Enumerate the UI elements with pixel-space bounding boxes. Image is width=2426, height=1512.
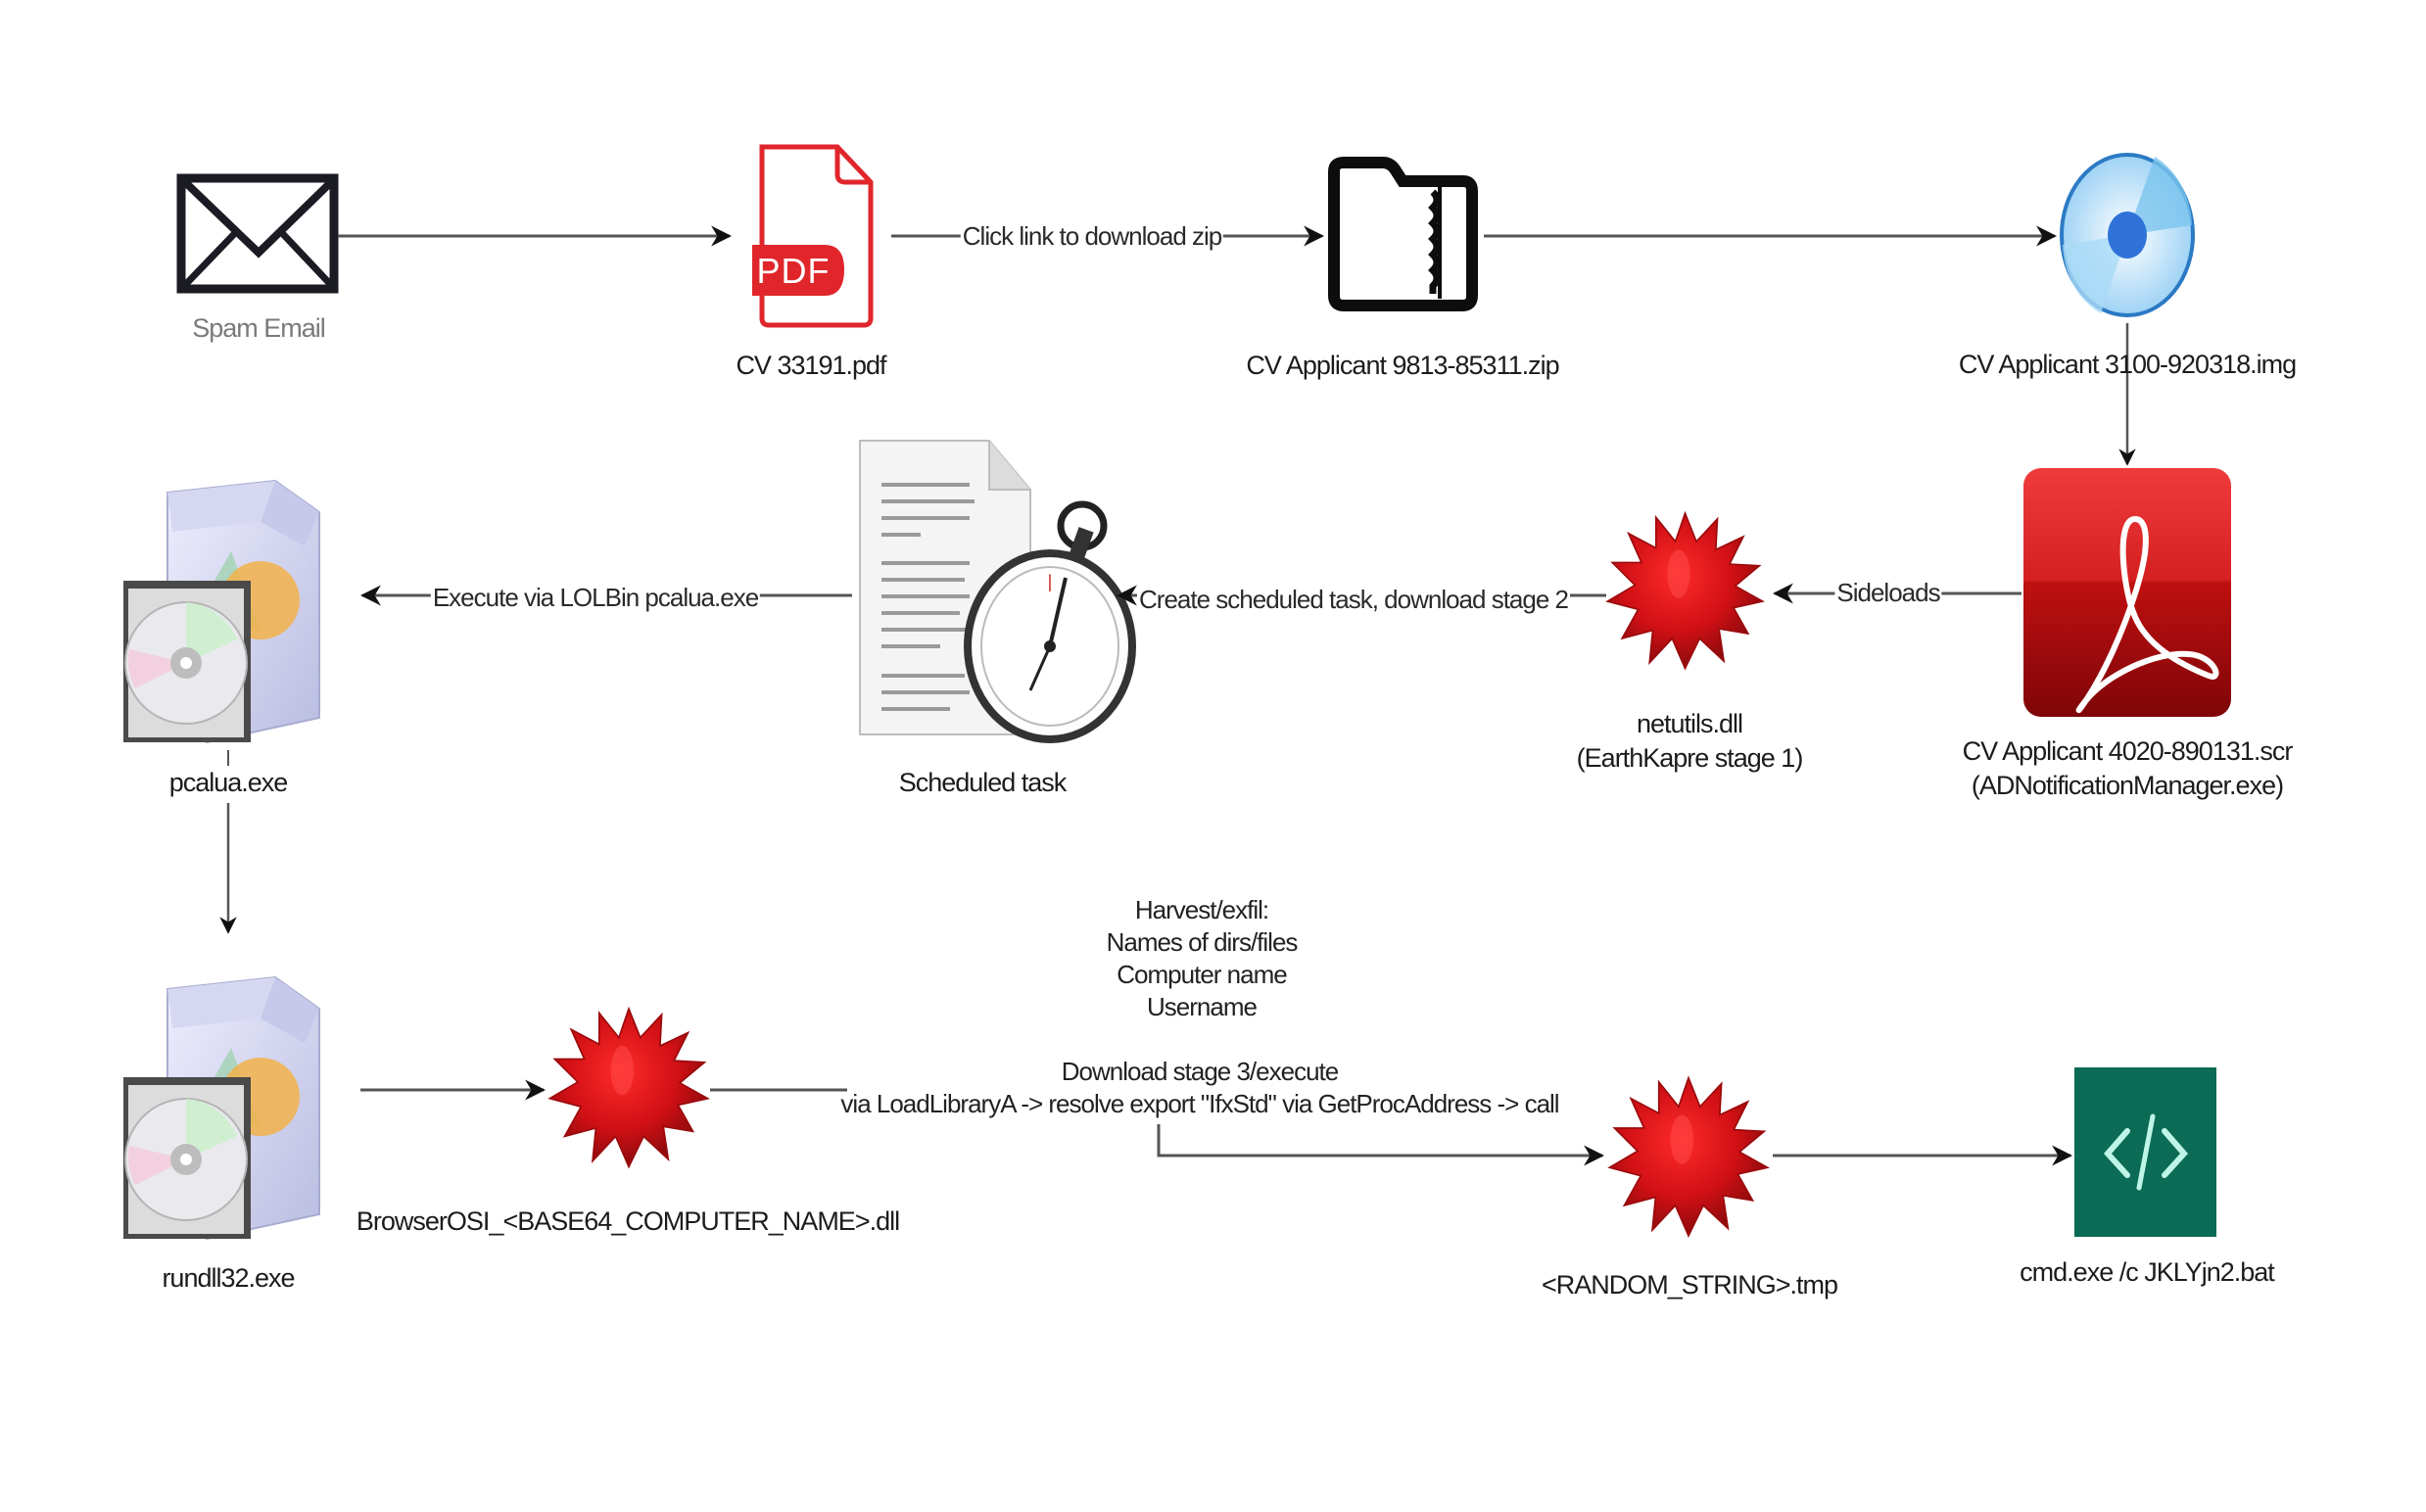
cv-zip-node <box>1328 157 1478 311</box>
pcalua-node <box>122 480 320 743</box>
malware-virus-icon <box>1606 512 1764 670</box>
rundll32-node <box>122 976 320 1240</box>
cv-scr-sublabel: (ADNotificationManager.exe) <box>1971 771 2284 800</box>
loadlibrary-line: via LoadLibraryA -> resolve export "IfxS… <box>840 1089 1559 1118</box>
cv-pdf-node: PDF <box>752 144 874 328</box>
edge-dll-to-tmp-continued <box>1157 1124 1605 1166</box>
edge-label-pdf-to-zip: Click link to download zip <box>960 221 1224 251</box>
browser-dll-node <box>548 1008 709 1168</box>
browser-dll-label: BrowserOSI_<BASE64_COMPUTER_NAME>.dll <box>356 1206 900 1236</box>
scheduled-task-label: Scheduled task <box>898 768 1068 797</box>
code-script-icon <box>2074 1067 2216 1237</box>
cmd-bat-label: cmd.exe /c JKLYjn2.bat <box>2020 1257 2275 1287</box>
cv-zip-label: CV Applicant 9813-85311.zip <box>1246 351 1559 380</box>
pdf-file-icon: PDF <box>752 144 874 328</box>
netutils-node <box>1606 512 1764 670</box>
harvest-item: Username <box>1147 992 1258 1021</box>
cv-img-node <box>2060 153 2195 317</box>
edge-label-create-scheduled-task: Create scheduled task, download stage 2 <box>1137 585 1570 614</box>
software-box-icon <box>122 976 320 1240</box>
harvest-heading: Harvest/exfil: <box>1134 895 1269 924</box>
random-tmp-node <box>1608 1076 1769 1237</box>
cmd-bat-node <box>2074 1067 2216 1237</box>
harvest-exfil-note: Harvest/exfil: Names of dirs/files Compu… <box>1106 894 1299 1023</box>
cv-scr-node <box>2023 468 2231 717</box>
malware-virus-icon <box>548 1008 709 1168</box>
cv-pdf-label: CV 33191.pdf <box>736 351 886 380</box>
download-stage3-line: Download stage 3/execute <box>1061 1057 1339 1086</box>
netutils-sublabel: (EarthKapre stage 1) <box>1576 743 1804 773</box>
edge-label-execute-lolbin: Execute via LOLBin pcalua.exe <box>430 583 761 612</box>
spam-email-label: Spam Email <box>192 313 326 343</box>
random-tmp-label: <RANDOM_STRING>.tmp <box>1541 1270 1838 1299</box>
software-box-icon <box>122 480 320 743</box>
adobe-acrobat-icon <box>2023 468 2231 717</box>
scheduled-task-node: | <box>859 440 1136 743</box>
envelope-icon <box>176 173 339 294</box>
netutils-label: netutils.dll <box>1636 709 1743 738</box>
spam-email-node <box>176 173 339 294</box>
cv-img-label: CV Applicant 3100-920318.img <box>1958 350 2297 379</box>
pdf-badge-text: PDF <box>757 251 831 291</box>
pcalua-label: pcalua.exe <box>168 766 288 799</box>
rundll32-label: rundll32.exe <box>162 1263 295 1293</box>
malware-virus-icon <box>1608 1076 1769 1237</box>
zip-folder-icon <box>1328 157 1478 311</box>
svg-text:|: | <box>1048 572 1053 591</box>
document-stopwatch-icon: | <box>859 440 1136 743</box>
edge-label-download-stage3: Download stage 3/execute via LoadLibrary… <box>840 1056 1559 1120</box>
harvest-item: Names of dirs/files <box>1106 927 1299 957</box>
disc-image-icon <box>2060 153 2195 317</box>
harvest-item: Computer name <box>1117 960 1287 989</box>
edge-label-sideloads: Sideloads <box>1834 578 1942 607</box>
cv-scr-label: CV Applicant 4020-890131.scr <box>1962 736 2294 766</box>
